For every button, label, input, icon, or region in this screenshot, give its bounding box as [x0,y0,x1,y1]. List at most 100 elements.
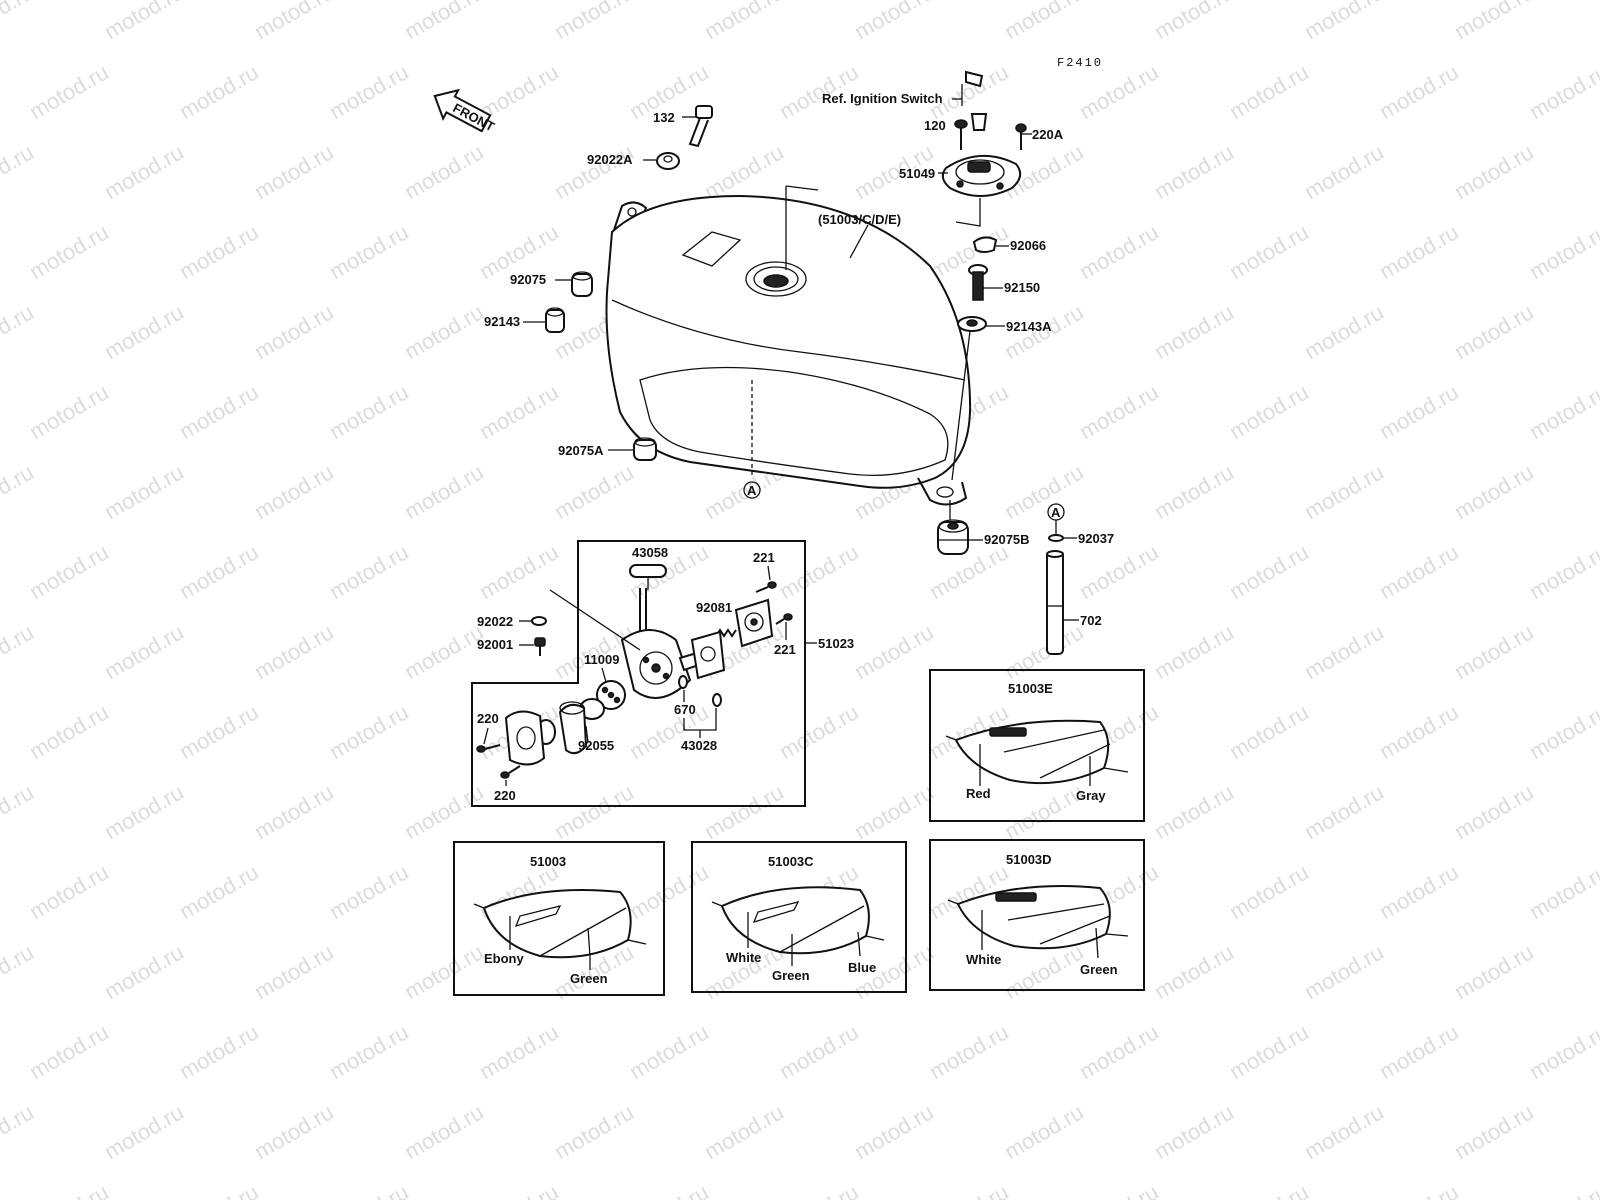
watermark-text: motod.ru [1300,299,1388,364]
watermark-text: motod.ru [25,219,113,284]
watermark-text: motod.ru [100,619,188,684]
gasket-11009-icon [596,680,626,710]
label-92001: 92001 [477,637,513,652]
watermark-text: motod.ru [1150,299,1238,364]
damper-92075a-icon [633,437,657,461]
watermark-text: motod.ru [1525,1179,1600,1200]
clamp-92037-icon [1048,534,1064,542]
marker-a-label: A [747,483,757,498]
watermark-text: motod.ru [1375,699,1463,764]
watermark-text: motod.ru [1300,139,1388,204]
spring-92081-icon [715,628,737,638]
watermark-text: motod.ru [1375,1179,1463,1200]
watermark-text: motod.ru [25,379,113,444]
screw-221-top-icon [755,581,777,593]
watermark-text: motod.ru [100,299,188,364]
watermark-text: motod.ru [400,299,488,364]
watermark-text: motod.ru [700,0,788,44]
variant-51003-color-1: Ebony [484,951,524,966]
watermark-text: motod.ru [625,859,713,924]
watermark-text: motod.ru [0,0,38,44]
collar-92143a-icon [957,316,987,332]
watermark-text: motod.ru [1375,59,1463,124]
cover-plate-icon [690,630,726,680]
watermark-text: motod.ru [1225,859,1313,924]
cap-92066-icon [972,236,998,253]
watermark-text: motod.ru [250,939,338,1004]
collar-92143-icon [545,307,565,333]
variant-51003-code: 51003 [530,854,566,869]
label-92055: 92055 [578,738,614,753]
watermark-text: motod.ru [325,699,413,764]
variant-panel-51003: 51003 Ebony Green [453,841,665,996]
washer-92022a-icon [656,152,680,170]
label-92075b: 92075B [984,532,1030,547]
watermark-text: motod.ru [250,779,338,844]
watermark-text: motod.ru [0,619,38,684]
watermark-text: motod.ru [175,219,263,284]
filter-bowl-icon [558,701,588,755]
watermark-text: motod.ru [0,779,38,844]
watermark-text: motod.ru [925,1179,1013,1200]
diaphragm-cover-icon [734,598,774,648]
watermark-text: motod.ru [1450,939,1538,1004]
watermark-text: motod.ru [0,1099,38,1164]
watermark-text: motod.ru [1150,1099,1238,1164]
watermark-text: motod.ru [1075,539,1163,604]
label-92037: 92037 [1078,531,1114,546]
watermark-text: motod.ru [1300,619,1388,684]
screw-220a-icon [1015,123,1027,150]
marker-a-circle [743,481,761,499]
label-670: 670 [674,702,696,717]
o-ring-670-icon [678,675,688,689]
watermark-text: motod.ru [1075,379,1163,444]
fuel-cock-box [471,540,806,807]
watermark-text: motod.ru [1300,939,1388,1004]
watermark-text: motod.ru [400,1099,488,1164]
watermark-text: motod.ru [1525,59,1600,124]
watermark-text: motod.ru [325,219,413,284]
lock-cylinder-icon [970,113,988,131]
watermark-text: motod.ru [1150,939,1238,1004]
watermark-text: motod.ru [700,1099,788,1164]
watermark-text: motod.ru [25,1179,113,1200]
screw-120-icon [954,119,968,150]
watermark-text: motod.ru [775,1179,863,1200]
bolt-132-icon [688,105,713,148]
label-11009: 11009 [584,652,619,667]
watermark-text: motod.ru [700,139,788,204]
bolt-92150-icon [968,264,988,301]
watermark-text: motod.ru [1150,619,1238,684]
watermark-text: motod.ru [925,219,1013,284]
figure-code: F2410 [1057,56,1103,70]
watermark-text: motod.ru [325,59,413,124]
watermark-text: motod.ru [775,539,863,604]
watermark-text: motod.ru [175,539,263,604]
watermark-text: motod.ru [100,939,188,1004]
watermark-text: motod.ru [475,1179,563,1200]
watermark-text: motod.ru [550,459,638,524]
watermark-text: motod.ru [550,139,638,204]
watermark-text: motod.ru [250,619,338,684]
watermark-text: motod.ru [1150,0,1238,44]
variant-51003d-color-1: White [966,952,1001,967]
variant-51003c-color-1: White [726,950,761,965]
watermark-text: motod.ru [1000,619,1088,684]
label-220-bottom: 220 [494,788,516,803]
watermark-text: motod.ru [1375,379,1463,444]
label-132: 132 [653,110,675,125]
watermark-text: motod.ru [250,459,338,524]
label-120: 120 [924,118,946,133]
watermark-text: motod.ru [1225,379,1313,444]
fuel-cap-51049-icon [941,154,1022,197]
screw-220-top-icon [476,744,501,753]
label-220-top: 220 [477,711,499,726]
watermark-text: motod.ru [325,379,413,444]
watermark-text: motod.ru [1375,859,1463,924]
fuel-cock-body-icon [620,588,704,699]
label-51003-cde: (51003/C/D/E) [818,212,901,227]
watermark-text: motod.ru [325,1179,413,1200]
watermark-text: motod.ru [1450,619,1538,684]
watermark-text: motod.ru [1075,219,1163,284]
watermark-text: motod.ru [475,1019,563,1084]
